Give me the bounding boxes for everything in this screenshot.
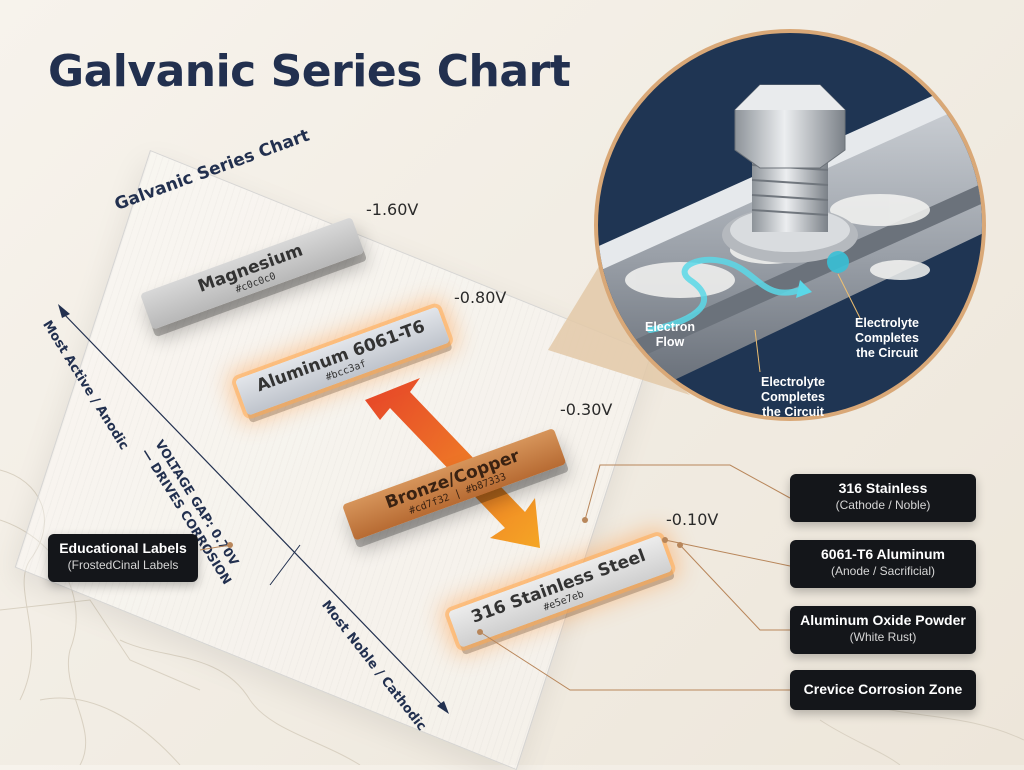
electrolyte-left-text: Electrolyte Completes the Circuit <box>761 375 825 419</box>
callout-316-stainless: 316 Stainless (Cathode / Noble) <box>790 474 976 522</box>
callout-subtitle: (Anode / Sacrificial) <box>830 564 936 578</box>
electrolyte-right-text: Electrolyte Completes the Circuit <box>855 316 919 360</box>
callout-title: 316 Stainless <box>838 480 928 496</box>
callout-aluminum-anode: 6061-T6 Aluminum (Anode / Sacrificial) <box>790 540 976 588</box>
callout-title: Crevice Corrosion Zone <box>803 681 963 697</box>
callout-crevice-corrosion: Crevice Corrosion Zone <box>790 670 976 710</box>
electron-flow-text: Electron Flow <box>644 320 695 349</box>
callout-title: Aluminum Oxide Powder <box>800 612 966 628</box>
voltage-bronze: -0.30V <box>560 400 613 419</box>
electrolyte-label-right: Electrolyte Completes the Circuit <box>842 316 932 361</box>
educational-labels-badge: Educational Labels (FrostedCinal Labels <box>48 534 198 582</box>
voltage-stainless: -0.10V <box>666 510 719 529</box>
callout-subtitle: (Cathode / Noble) <box>835 498 931 512</box>
callout-subtitle: (White Rust) <box>849 630 917 644</box>
electron-flow-label: Electron Flow <box>640 320 700 350</box>
voltage-magnesium: -1.60V <box>366 200 419 219</box>
callout-title: 6061-T6 Aluminum <box>821 546 945 562</box>
educational-labels-subtitle: (FrostedCinal Labels <box>67 558 179 572</box>
callout-aluminum-oxide: Aluminum Oxide Powder (White Rust) <box>790 606 976 654</box>
page-title: Galvanic Series Chart <box>48 46 571 97</box>
electrolyte-label-left: Electrolyte Completes the Circuit <box>748 375 838 420</box>
educational-labels-title: Educational Labels <box>59 540 187 556</box>
voltage-aluminum: -0.80V <box>454 288 507 307</box>
